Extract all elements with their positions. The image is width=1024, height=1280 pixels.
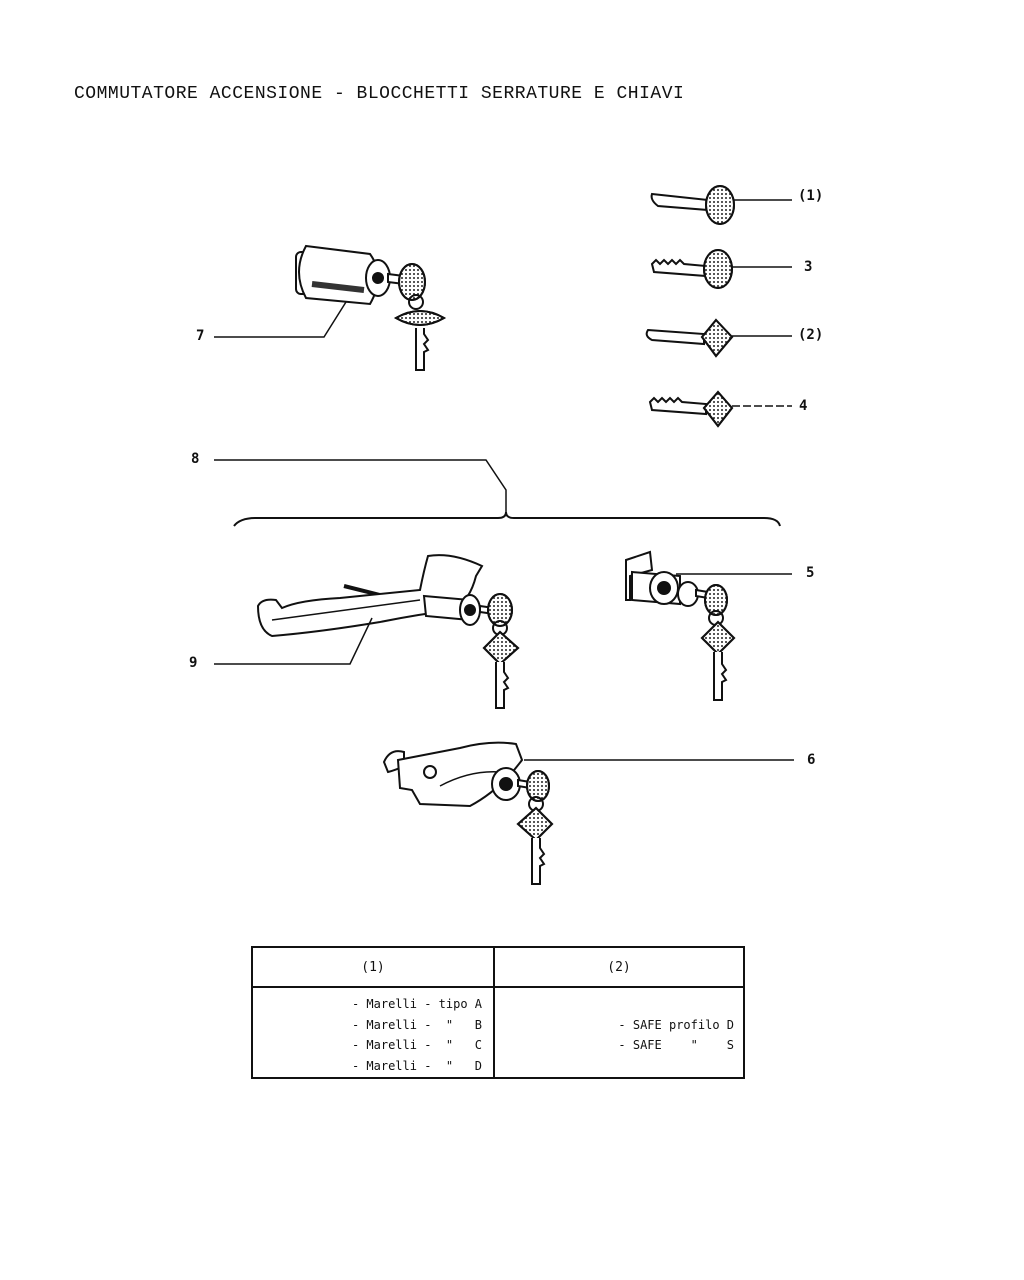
latch-lock-icon	[382, 741, 554, 885]
table-cell-safe-profiles: - SAFE profilo D - SAFE " S	[494, 987, 744, 1078]
table-cell-marelli-types: - Marelli - tipo A - Marelli - " B - Mar…	[252, 987, 495, 1078]
callout-group-8: 8	[191, 451, 200, 467]
table-row: - Marelli - tipo A - Marelli - " B - Mar…	[252, 987, 744, 1078]
key-cut-round-icon	[650, 249, 733, 289]
callout-lock-5: 5	[806, 565, 815, 581]
page-title: COMMUTATORE ACCENSIONE - BLOCCHETTI SERR…	[74, 84, 685, 104]
door-handle-icon	[256, 554, 520, 709]
key-blank-diamond-icon	[645, 318, 734, 358]
list-item: - Marelli - " D	[351, 1058, 482, 1073]
key-cut-diamond-icon	[648, 390, 734, 428]
table-header-row: (1) (2)	[252, 947, 744, 988]
list-item: - Marelli - " C	[351, 1038, 482, 1052]
ignition-switch-icon	[295, 244, 446, 371]
list-item: - Marelli - tipo A	[351, 997, 482, 1011]
callout-key-4: 4	[799, 398, 808, 414]
leader-door-handle	[214, 617, 373, 665]
table-header-col2: (2)	[494, 947, 744, 988]
callout-lock-6: 6	[807, 752, 816, 768]
list-item: - Marelli - " B	[351, 1017, 482, 1032]
list-item: - SAFE " S	[618, 1038, 734, 1052]
key-blank-round-icon	[650, 185, 735, 225]
leader-ignition-switch	[214, 301, 347, 338]
list-item: - SAFE profilo D	[618, 1017, 734, 1032]
callout-door-handle: 9	[189, 655, 198, 671]
callout-key-3: 3	[804, 259, 813, 275]
callout-key-2: (2)	[798, 327, 824, 343]
table-header-col1: (1)	[252, 947, 495, 988]
lock-cylinder-icon	[625, 550, 736, 701]
key-type-table: (1) (2) - Marelli - tipo A - Marelli - "…	[251, 946, 745, 1079]
group-brace	[233, 511, 781, 527]
callout-ignition-switch: 7	[196, 328, 205, 344]
leader-group-8	[214, 459, 507, 512]
callout-key-1: (1)	[798, 188, 824, 204]
